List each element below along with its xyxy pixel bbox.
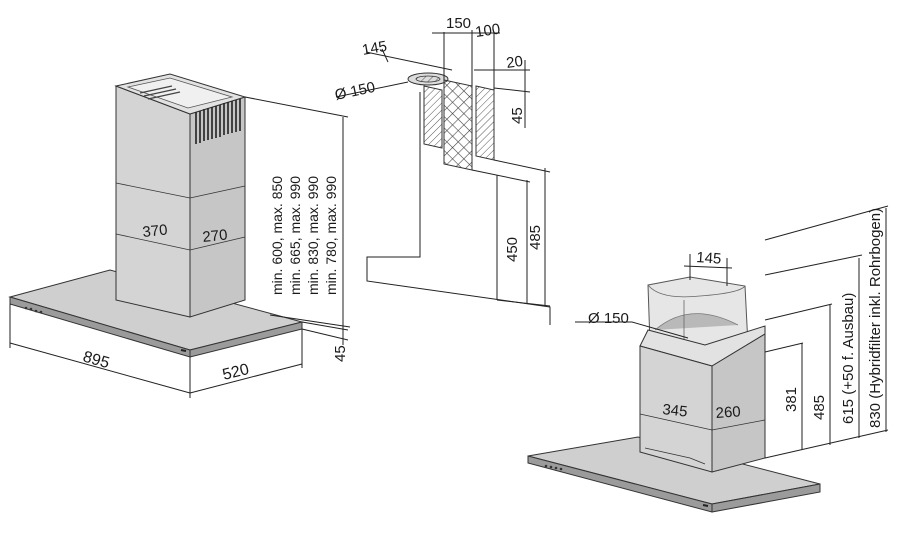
chimney-side-label: 270 [202, 226, 229, 246]
width-label: 895 [81, 349, 111, 373]
height-381-label: 381 [783, 387, 800, 412]
dim-485-label: 485 [527, 225, 544, 250]
width-100-label: 100 [474, 21, 501, 41]
right-canopy-side-edge [711, 483, 821, 513]
body-front-label: 345 [662, 401, 689, 421]
right-control-dots [544, 464, 563, 471]
left-chimney-front [115, 85, 191, 318]
right-hood: 345 260 145 Ø 150 381 485 615 (+50 f. Au… [527, 205, 889, 513]
mount-block-right [475, 85, 495, 161]
side-vents [195, 99, 241, 144]
dim-45-label: 45 [509, 107, 526, 124]
height-615-label: 615 (+50 f. Ausbau) [840, 293, 857, 424]
left-dimensions [9, 96, 351, 398]
outlet-diameter-label: Ø 150 [333, 79, 377, 104]
control-dots [24, 306, 43, 314]
wall-section: 145 Ø 150 150 100 20 45 450 485 [333, 15, 551, 325]
width-150-label: 150 [446, 15, 471, 32]
depth-label: 520 [221, 361, 251, 384]
height-range-2: min. 665, max. 990 [287, 176, 303, 295]
top-louvres [139, 85, 181, 100]
offset-145-label: 145 [361, 38, 389, 59]
chimney-front-label: 370 [142, 221, 169, 241]
wall-outline [366, 92, 551, 325]
dim-20-label: 20 [505, 53, 524, 72]
duct-width-label: 145 [696, 249, 722, 268]
left-hood: 370 270 min. 600, max. 850 min. 665, max… [8, 73, 351, 398]
height-range-3: min. 830, max. 990 [305, 176, 321, 295]
right-outlet-diameter-label: Ø 150 [588, 310, 629, 327]
body-side-label: 260 [715, 403, 741, 422]
dim-450-label: 450 [504, 237, 521, 262]
canopy-height-label: 45 [332, 345, 349, 362]
height-485-label: 485 [811, 395, 828, 420]
height-830-label: 830 (Hybridfilter inkl. Rohrbogen) [867, 208, 884, 428]
mount-block-center [443, 79, 473, 171]
height-range-1: min. 600, max. 850 [269, 176, 285, 295]
mount-block-left [423, 85, 443, 149]
height-range-4: min. 780, max. 990 [323, 176, 339, 295]
